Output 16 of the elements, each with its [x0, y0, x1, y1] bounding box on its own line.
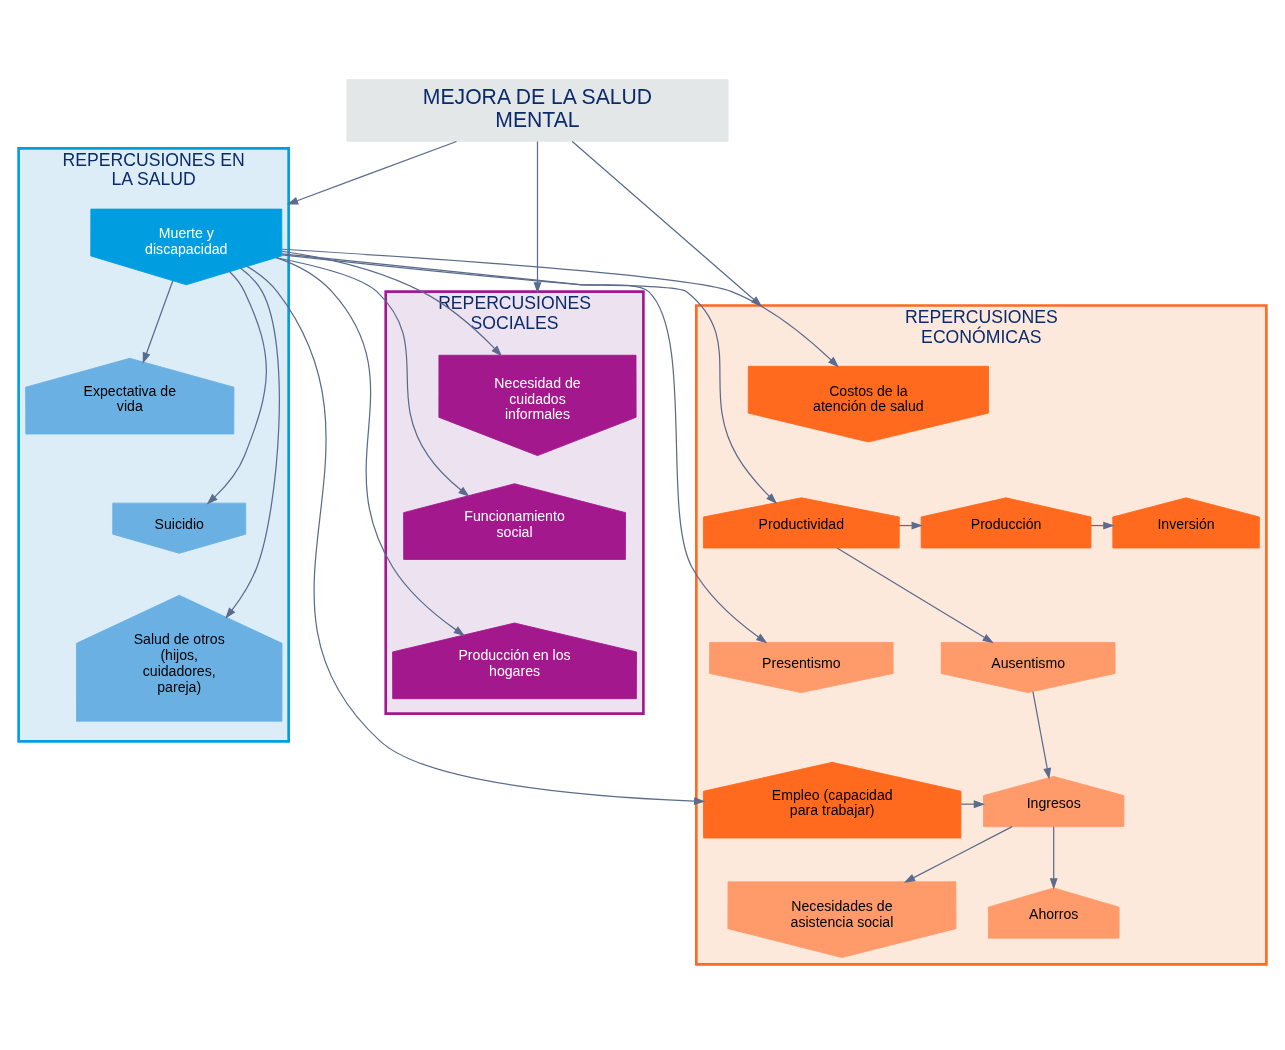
arrow: [206, 270, 267, 504]
arrow: [836, 546, 994, 643]
arrow: [142, 279, 174, 364]
arrow: [281, 253, 778, 504]
arrow: [1032, 690, 1052, 779]
arrow: [246, 265, 706, 805]
arrow: [281, 248, 839, 368]
arrow: [281, 250, 503, 356]
arrow: [1049, 825, 1058, 890]
node-box: MEJORA DE LA SALUD MENTAL: [346, 78, 729, 142]
arrow: [225, 267, 280, 619]
arrow: [275, 256, 465, 636]
arrow: [903, 825, 1013, 883]
arrow: [533, 140, 542, 294]
arrow: [281, 252, 768, 643]
arrow: [286, 140, 458, 205]
